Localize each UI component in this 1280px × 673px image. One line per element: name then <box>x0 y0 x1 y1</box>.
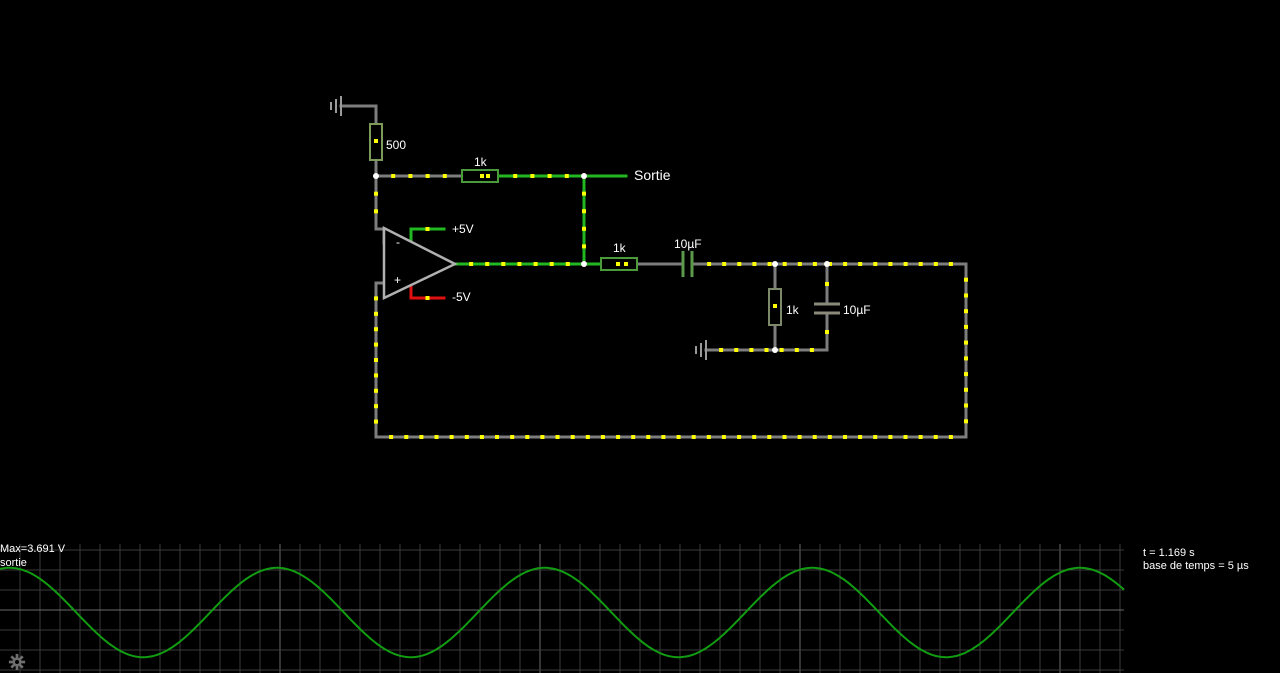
scope-grid <box>0 544 1124 673</box>
label-r-parallel: 1k <box>786 303 800 317</box>
label-r500: 500 <box>386 138 406 152</box>
circuit-nodes <box>373 173 830 353</box>
oscilloscope-panel[interactable] <box>0 544 1125 673</box>
scope-time: t = 1.169 s <box>1143 547 1195 559</box>
wire-ground-top[interactable] <box>339 104 378 126</box>
label-vneg: -5V <box>452 290 471 304</box>
label-r-series: 1k <box>613 241 627 255</box>
label-c-series: 10µF <box>674 237 702 251</box>
scope-trace <box>0 566 1125 659</box>
scope-info: t = 1.169 s base de temps = 5 µs <box>1143 547 1249 573</box>
current-dots <box>374 139 968 439</box>
opamp-symbol[interactable] <box>382 225 458 300</box>
capacitor-series[interactable] <box>681 251 694 277</box>
opamp-noninverting-label: + <box>394 273 401 287</box>
wire-vpos[interactable] <box>409 227 446 245</box>
wire-loop-right[interactable] <box>374 262 968 439</box>
label-c-parallel: 10µF <box>843 303 871 317</box>
wire-vneg[interactable] <box>409 283 446 300</box>
opamp-inverting-label: - <box>396 235 400 249</box>
gear-icon[interactable] <box>8 653 26 671</box>
capacitor-parallel[interactable] <box>814 302 840 315</box>
scope-probe-name: sortie <box>0 557 27 569</box>
label-sortie: Sortie <box>634 167 671 183</box>
ground-symbol-top[interactable] <box>330 96 342 116</box>
scope-timebase: base de temps = 5 µs <box>1143 560 1249 572</box>
ground-symbol-bottom[interactable] <box>695 340 707 360</box>
label-vpos: +5V <box>452 222 474 236</box>
label-r-feedback: 1k <box>474 155 488 169</box>
scope-max-label: Max=3.691 V <box>0 543 66 555</box>
